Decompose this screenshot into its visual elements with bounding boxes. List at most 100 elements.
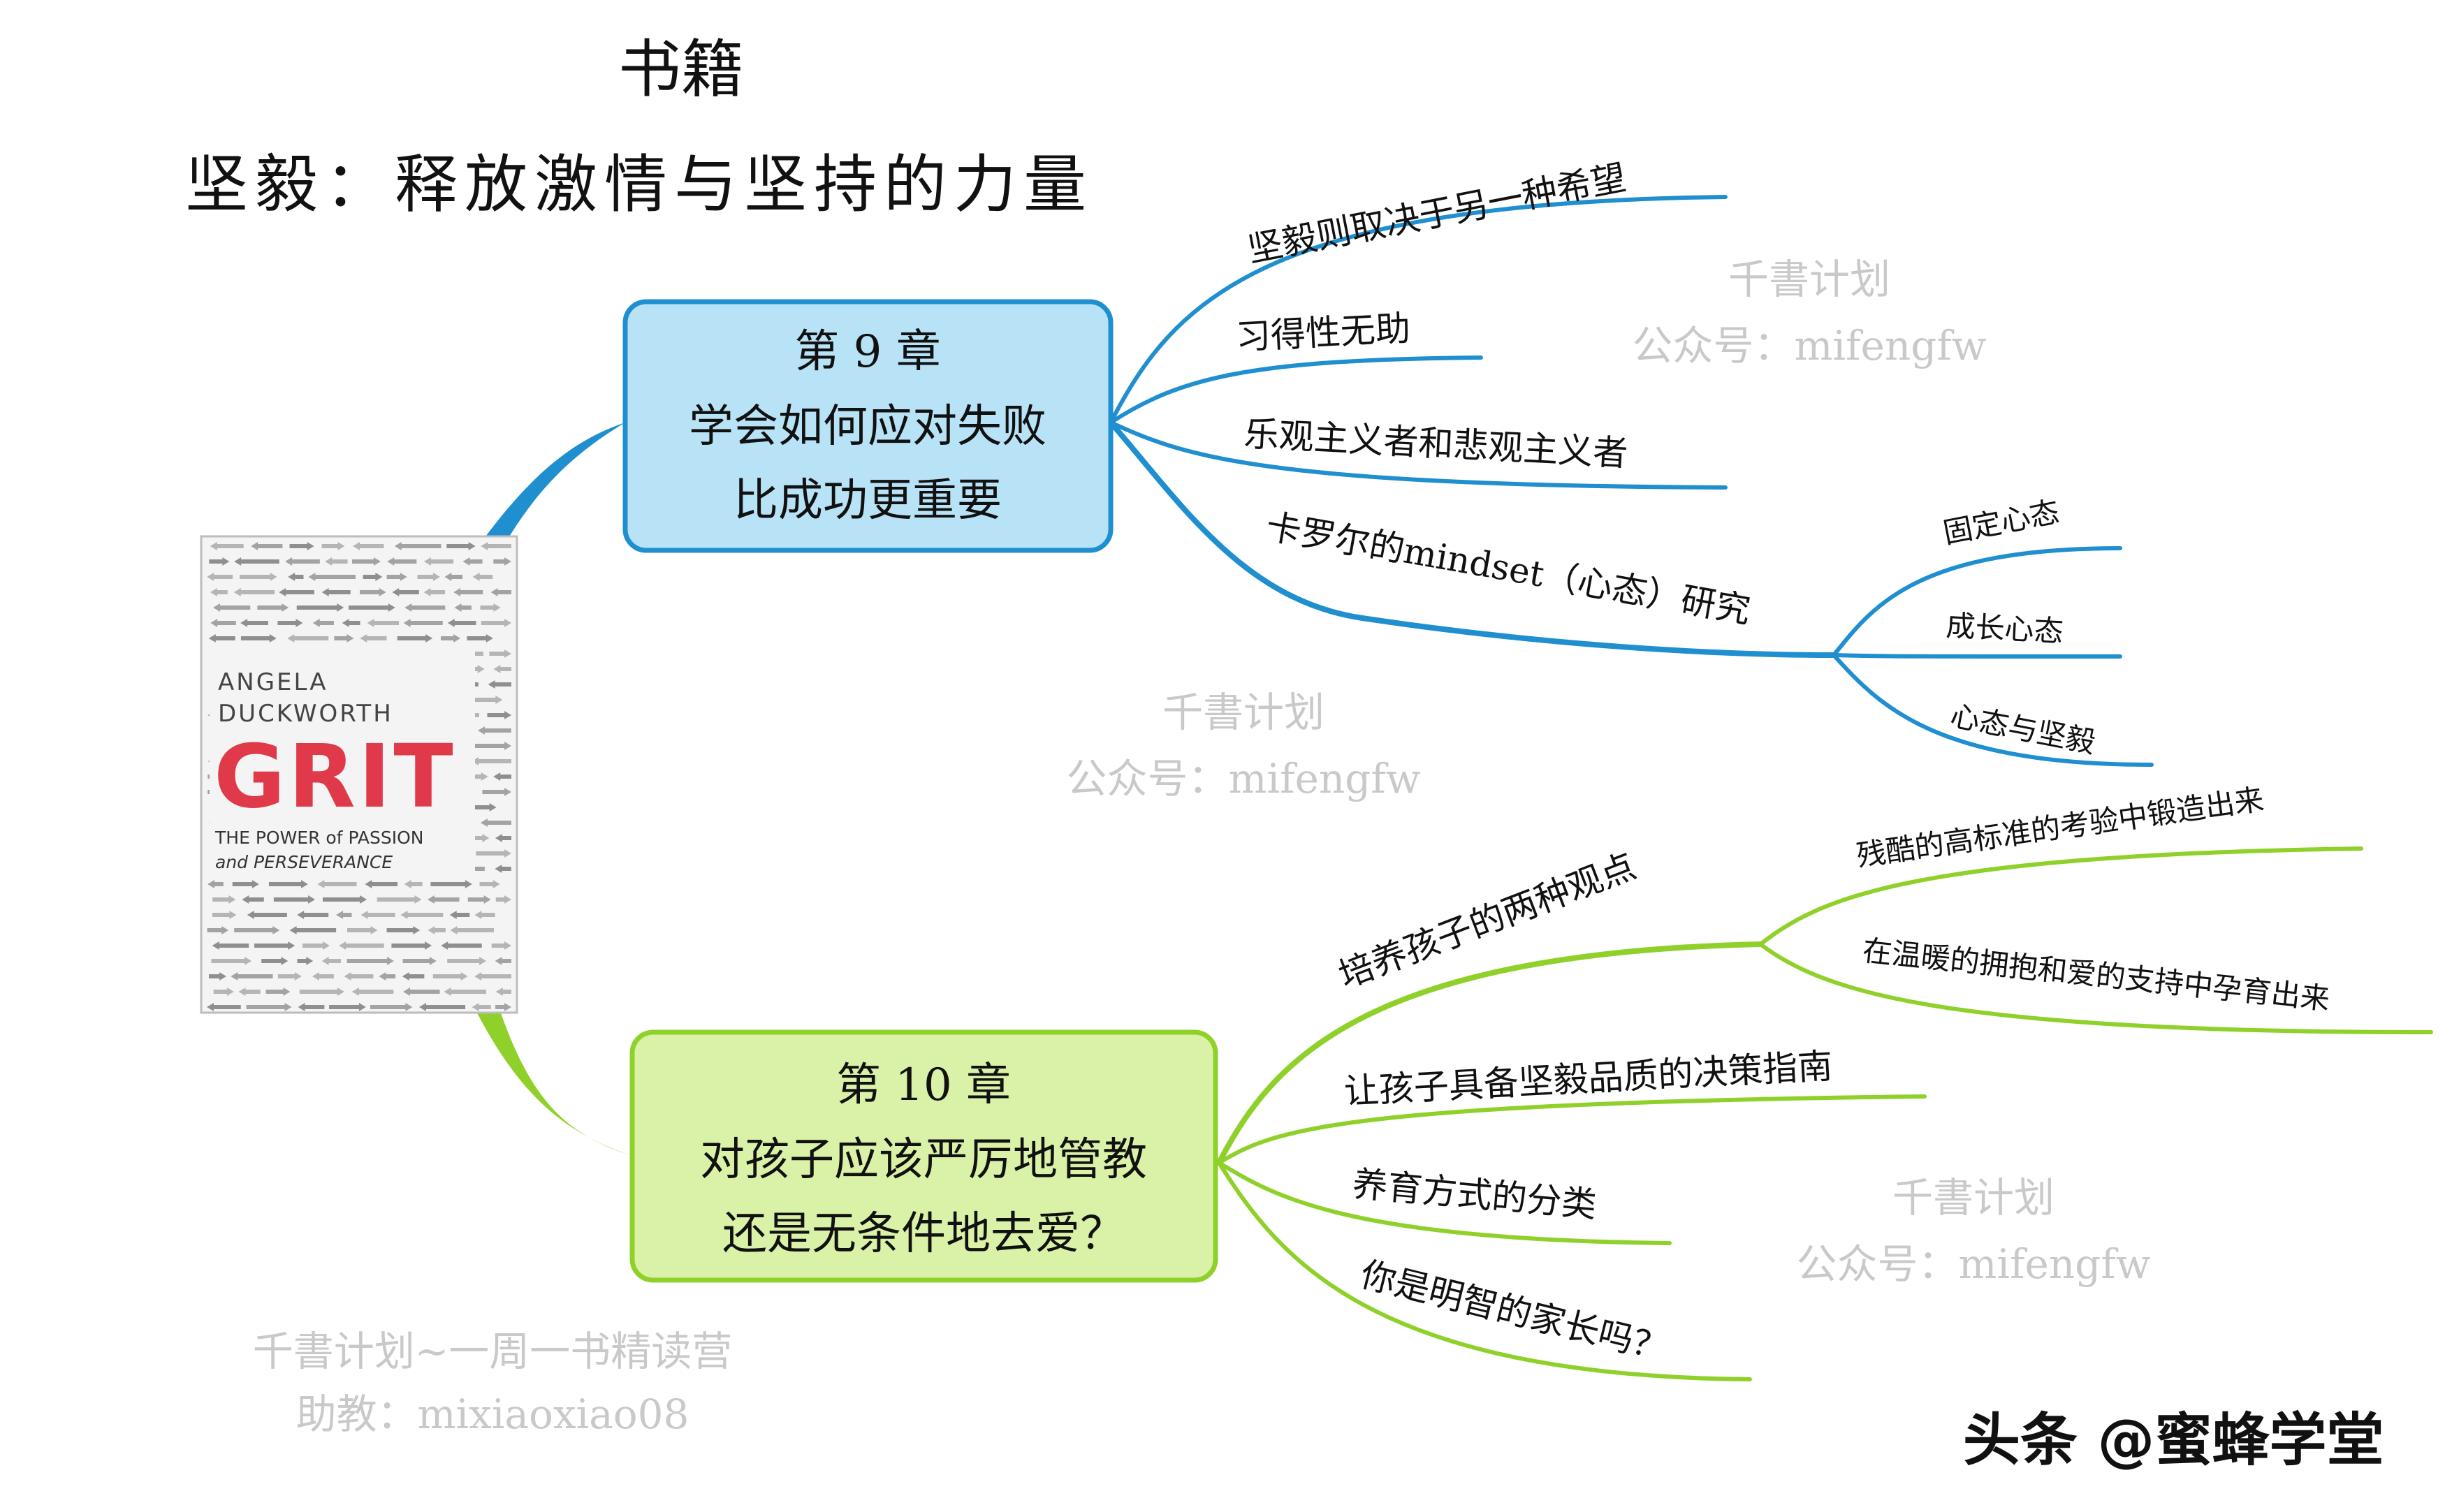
cover-arrow — [277, 619, 303, 627]
cover-arrow — [212, 941, 249, 950]
cover-arrow — [450, 926, 494, 934]
cover-arrow — [207, 880, 224, 888]
cover-arrow — [392, 588, 419, 596]
ch10-sub-line-2 — [1758, 942, 2433, 1034]
cover-arrow — [377, 895, 422, 904]
cover-arrow — [321, 542, 345, 550]
cover-arrow — [242, 895, 264, 904]
chapter10-node[interactable]: 第 10 章 对孩子应该严厉地管教 还是无条件地去爱？ — [629, 1029, 1218, 1283]
cover-arrow — [238, 988, 261, 996]
cover-arrow — [428, 926, 446, 934]
cover-arrow — [329, 1003, 366, 1011]
cover-arrow — [495, 1003, 511, 1011]
cover-arrow — [231, 972, 273, 981]
cover-arrow — [491, 941, 511, 950]
cover-arrow — [277, 972, 302, 981]
cover-arrow — [447, 619, 476, 627]
ch9-topic-hope[interactable]: 坚毅则取决于另一种希望 — [1244, 157, 1629, 270]
svg-text:助教：mixiaoxiao08: 助教：mixiaoxiao08 — [296, 1390, 689, 1438]
ch9-sub-line-2 — [1832, 653, 2122, 659]
cover-arrow — [480, 819, 511, 827]
ch10-topic-parenting-styles[interactable]: 养育方式的分类 — [1351, 1164, 1598, 1225]
cover-arrow — [268, 880, 308, 888]
cover-arrow — [453, 588, 483, 596]
cover-arrow — [261, 957, 289, 965]
cover-arrow — [210, 542, 244, 550]
ch9-topic-helplessness[interactable]: 习得性无助 — [1235, 308, 1412, 358]
cover-arrow — [322, 895, 367, 904]
cover-arrow — [488, 680, 511, 689]
cover-arrow — [495, 834, 511, 842]
cover-arrow — [251, 542, 283, 550]
cover-arrow — [444, 573, 463, 581]
ch10-branch-line-4 — [1217, 1161, 1752, 1381]
cover-arrow — [462, 557, 483, 566]
chapter10-number: 第 10 章 — [836, 1059, 1011, 1111]
cover-arrow — [257, 603, 289, 612]
cover-arrow — [447, 957, 487, 965]
ch10-branch-line-3 — [1217, 1161, 1672, 1245]
cover-arrow — [495, 957, 511, 965]
cover-arrow — [360, 634, 387, 643]
cover-arrow — [495, 865, 511, 873]
ch9-sub-line-3 — [1832, 653, 2154, 767]
cover-arrow — [482, 788, 511, 796]
cover-arrow — [342, 619, 360, 627]
cover-arrow — [321, 957, 341, 965]
ch9-branch-line-3 — [1109, 420, 1728, 490]
chapter9-node[interactable]: 第 9 章 学会如何应对失败 比成功更重要 — [622, 299, 1114, 553]
cover-arrow — [493, 665, 511, 673]
cover-arrow — [233, 588, 275, 596]
cover-arrow — [344, 972, 374, 981]
ch9-topic-optimists[interactable]: 乐观主义者和悲观主义者 — [1243, 413, 1628, 474]
ch10-topic-wise-parent[interactable]: 你是明智的家长吗？ — [1357, 1254, 1672, 1369]
cover-arrow — [240, 573, 277, 581]
cover-arrow — [432, 972, 468, 981]
cover-arrow — [297, 911, 329, 919]
svg-text:公众号：mifengfw: 公众号：mifengfw — [1633, 322, 1987, 369]
cover-arrow — [403, 988, 440, 996]
cover-arrow — [480, 603, 501, 612]
cover-arrow — [353, 542, 384, 550]
cover-arrow — [352, 557, 381, 566]
svg-text:公众号：mifengfw: 公众号：mifengfw — [1067, 755, 1421, 802]
cover-arrow — [360, 588, 386, 596]
cover-arrow — [211, 957, 252, 965]
cover-arrow — [325, 557, 348, 566]
cover-arrow — [403, 619, 443, 627]
cover-arrow — [472, 573, 493, 581]
cover-arrow — [493, 557, 511, 566]
cover-arrow — [210, 619, 236, 627]
cover-title: GRIT — [214, 726, 456, 828]
ch9-subtopic-fixed[interactable]: 固定心态 — [1941, 494, 2062, 550]
cover-arrow — [297, 957, 314, 965]
ch9-subtopic-grit[interactable]: 心态与坚毅 — [1948, 698, 2099, 760]
cover-arrow — [404, 603, 446, 612]
ch10-topic-guide[interactable]: 让孩子具备坚毅品质的决策指南 — [1343, 1045, 1834, 1112]
svg-text:公众号：mifengfw: 公众号：mifengfw — [1797, 1240, 2151, 1288]
cover-arrow — [472, 757, 511, 765]
cover-arrow — [209, 972, 227, 981]
cover-arrow — [481, 619, 511, 627]
chapter9-branches — [1108, 195, 2154, 767]
ch9-subtopic-growth[interactable]: 成长心态 — [1945, 608, 2064, 649]
cover-arrow — [207, 926, 229, 934]
cover-arrow — [474, 911, 495, 919]
cover-arrow — [207, 1003, 241, 1011]
cover-arrow — [321, 588, 351, 596]
header-book-label: 书籍 — [618, 33, 744, 106]
cover-arrow — [288, 573, 304, 581]
cover-author-first: ANGELA — [218, 668, 328, 696]
cover-arrow — [472, 1003, 491, 1011]
svg-text:千書计划: 千書计划 — [1728, 256, 1890, 303]
cover-arrow — [234, 926, 280, 934]
ch10-subtopic-high-standards[interactable]: 残酷的高标准的考验中锻造出来 — [1855, 782, 2266, 873]
cover-arrow — [446, 542, 476, 550]
cover-arrow — [363, 573, 383, 581]
cover-arrow — [418, 1003, 466, 1011]
cover-arrow — [481, 542, 511, 550]
cover-arrow — [334, 634, 354, 643]
cover-arrow — [265, 988, 291, 996]
cover-arrow — [423, 588, 446, 596]
